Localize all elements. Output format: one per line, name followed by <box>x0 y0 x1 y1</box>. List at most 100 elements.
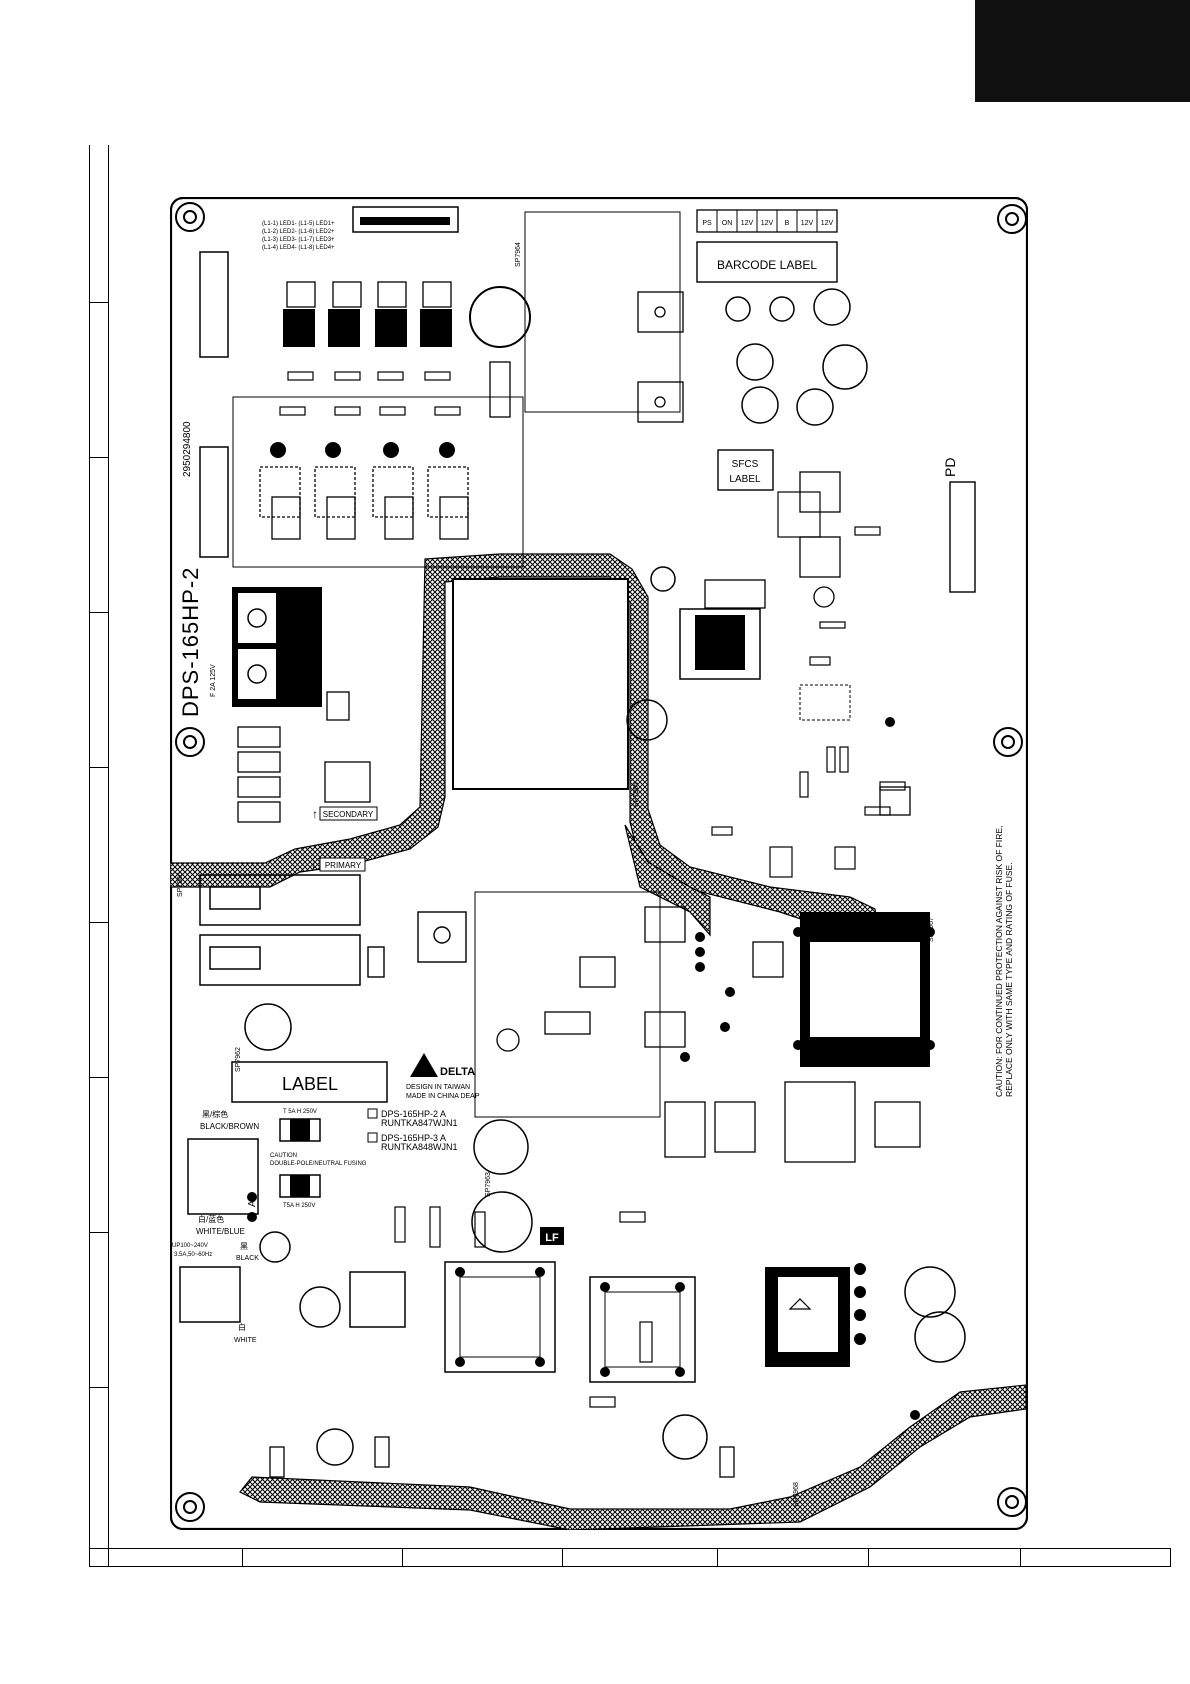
frame-tick <box>1020 1549 1021 1567</box>
model-number: DPS-165HP-2 <box>178 567 203 717</box>
resistor <box>269 1446 285 1478</box>
transistor-package <box>579 956 616 988</box>
barcode-label: BARCODE LABEL <box>717 258 817 272</box>
transistor-package <box>879 786 911 816</box>
component-outline <box>489 361 511 418</box>
capacitor <box>496 1028 520 1052</box>
transistor-package <box>637 291 684 333</box>
transistor-package <box>799 536 841 578</box>
component-outline <box>332 281 362 308</box>
wire-color-cn: 黑 <box>240 1242 248 1251</box>
thermistor <box>259 1231 291 1263</box>
capacitor <box>471 1191 533 1253</box>
sfcs-label-box <box>717 449 774 491</box>
capacitor <box>725 288 868 426</box>
component-outline <box>422 281 452 308</box>
secondary-label-box <box>319 806 378 821</box>
variant-code: RUNTKA848WJN1 <box>381 1142 458 1152</box>
frame-tick <box>90 922 108 923</box>
caution-text: CAUTION: FOR CONTINUED PROTECTION AGAINS… <box>994 826 1004 1097</box>
component-outline <box>237 691 371 823</box>
label-placeholder: LABEL <box>282 1074 338 1094</box>
frame-tick <box>90 302 108 303</box>
pd-label: PD <box>942 458 958 477</box>
diode <box>367 946 385 978</box>
frame-outline <box>524 211 681 413</box>
mounting-hole <box>175 202 1027 1522</box>
connector-pin-label: B <box>785 220 790 227</box>
ref-designator: SP7968 <box>793 1482 800 1507</box>
wire-color-cn: 白/蓝色 <box>198 1214 224 1224</box>
lf-marker <box>540 1227 564 1245</box>
led-legend: (L1-3) LED3- (L1-7) LED3+ <box>262 237 335 243</box>
connector-pin-label: 12V <box>821 220 834 227</box>
transistor-package <box>637 381 684 423</box>
resistor-block <box>199 446 229 558</box>
ac-connector <box>179 1266 241 1323</box>
wire-color-cn: 黑/棕色 <box>202 1109 228 1119</box>
wire-color: BLACK/BROWN <box>200 1122 259 1131</box>
delta-logo-icon <box>410 1053 438 1077</box>
connector-pin-label: 12V <box>741 220 754 227</box>
frame-tick <box>90 612 108 613</box>
label-box <box>231 1061 388 1103</box>
variant-text: DPS-165HP-3 A <box>381 1133 446 1143</box>
fuse-caution: DOUBLE-POLE/NEUTRAL FUSING <box>270 1161 367 1167</box>
transistor-package <box>417 911 467 963</box>
input-rating: 3.5A,50~60Hz <box>174 1252 212 1258</box>
part-number: 2950294800 <box>182 421 193 477</box>
frame-tick <box>402 1549 403 1567</box>
caution-text: REPLACE ONLY WITH SAME TYPE AND RATING O… <box>1004 862 1014 1097</box>
connector-pin-label: 12V <box>761 220 774 227</box>
fuse-rating: F 2A 125V <box>210 664 217 697</box>
primary-label-box <box>319 857 366 872</box>
transformer <box>679 608 761 680</box>
capacitor <box>626 699 668 741</box>
resistor <box>374 1436 390 1468</box>
pd-connector <box>949 481 976 593</box>
isolation-band-bottom <box>239 1384 1027 1530</box>
capacitor-pad <box>854 1263 866 1345</box>
barcode-label-box <box>696 241 838 283</box>
varistor <box>299 1286 341 1328</box>
frame-tick <box>90 1077 108 1078</box>
secondary-label: SECONDARY <box>323 810 374 819</box>
transistor-package <box>874 1101 921 1148</box>
x-capacitor <box>199 934 361 986</box>
capacitor <box>473 1119 529 1175</box>
connector-pin-label: ON <box>722 220 733 227</box>
component-outline <box>777 491 821 538</box>
frame-tick <box>90 767 108 768</box>
ref-designator: SP7966 <box>177 872 184 897</box>
fuse-caution: CAUTION <box>270 1153 297 1159</box>
heatsink-window <box>452 578 629 790</box>
input-rating: UP100~240V <box>172 1243 208 1249</box>
capacitor <box>244 1003 292 1051</box>
transformer-pin <box>793 927 935 1050</box>
frame-tick <box>242 1549 243 1567</box>
frame-bottom-border <box>89 1548 1171 1567</box>
isolation-band <box>170 553 891 988</box>
primary-label: PRIMARY <box>325 861 362 870</box>
secondary-area-outline <box>232 396 524 568</box>
ref-designator: SP7962 <box>235 1047 242 1072</box>
electrolytic-capacitor <box>469 286 531 348</box>
capacitor <box>316 1266 966 1466</box>
page-corner-tab <box>975 0 1190 102</box>
mosfet <box>259 466 469 540</box>
sfcs-label: SFCS <box>732 459 759 470</box>
origin-text: DESIGN IN TAIWAN <box>406 1084 470 1091</box>
connector-pin-label: PS <box>702 220 712 227</box>
sfcs-label: LABEL <box>729 474 761 485</box>
origin-text: MADE IN CHINA DEAP <box>406 1093 480 1100</box>
resistor-block <box>199 251 229 358</box>
variant-code: RUNTKA847WJN1 <box>381 1118 458 1128</box>
header-pins <box>360 217 450 225</box>
header-connector <box>352 206 459 233</box>
variant-checkbox <box>367 1132 378 1143</box>
ref-designator: SP7963 <box>485 1172 492 1197</box>
lf-label: LF <box>545 1232 559 1244</box>
via <box>247 717 920 1420</box>
wire-color: WHITE/BLUE <box>196 1227 245 1236</box>
component-outline <box>377 281 407 308</box>
